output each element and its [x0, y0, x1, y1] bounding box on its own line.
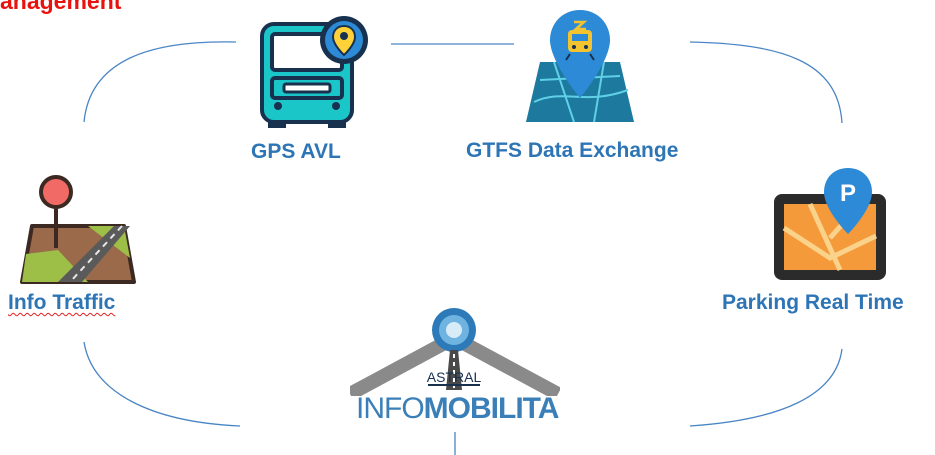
page-title: anagement: [0, 0, 122, 14]
infomobilita-logo: ASTRAL: [350, 308, 560, 396]
arc-top-left: [83, 41, 237, 123]
parking-map-icon: P: [774, 168, 886, 280]
logo-info-text: INFO: [356, 392, 425, 425]
info-traffic-text: Info Traffic: [8, 291, 116, 314]
arc-top-right: [689, 41, 843, 124]
map-pin-road-icon: [20, 175, 136, 284]
logo-mobilita-text: MOBILITA: [423, 392, 560, 425]
gps-avl-label: GPS AVL: [251, 140, 341, 163]
gtfs-data-exchange-label: GTFS Data Exchange: [466, 139, 679, 162]
infomobilita-wordmark: INFOMOBILITA: [356, 392, 560, 426]
arc-bottom-right: [689, 348, 843, 427]
train-map-pin-icon: [526, 10, 634, 123]
bus-location-icon: [260, 16, 368, 128]
astral-brand-text: ASTRAL: [427, 369, 482, 385]
info-traffic-label: Info Traffic: [8, 291, 115, 315]
arc-bottom-left: [83, 341, 241, 427]
svg-text:P: P: [840, 180, 856, 207]
parking-real-time-label: Parking Real Time: [722, 291, 904, 314]
